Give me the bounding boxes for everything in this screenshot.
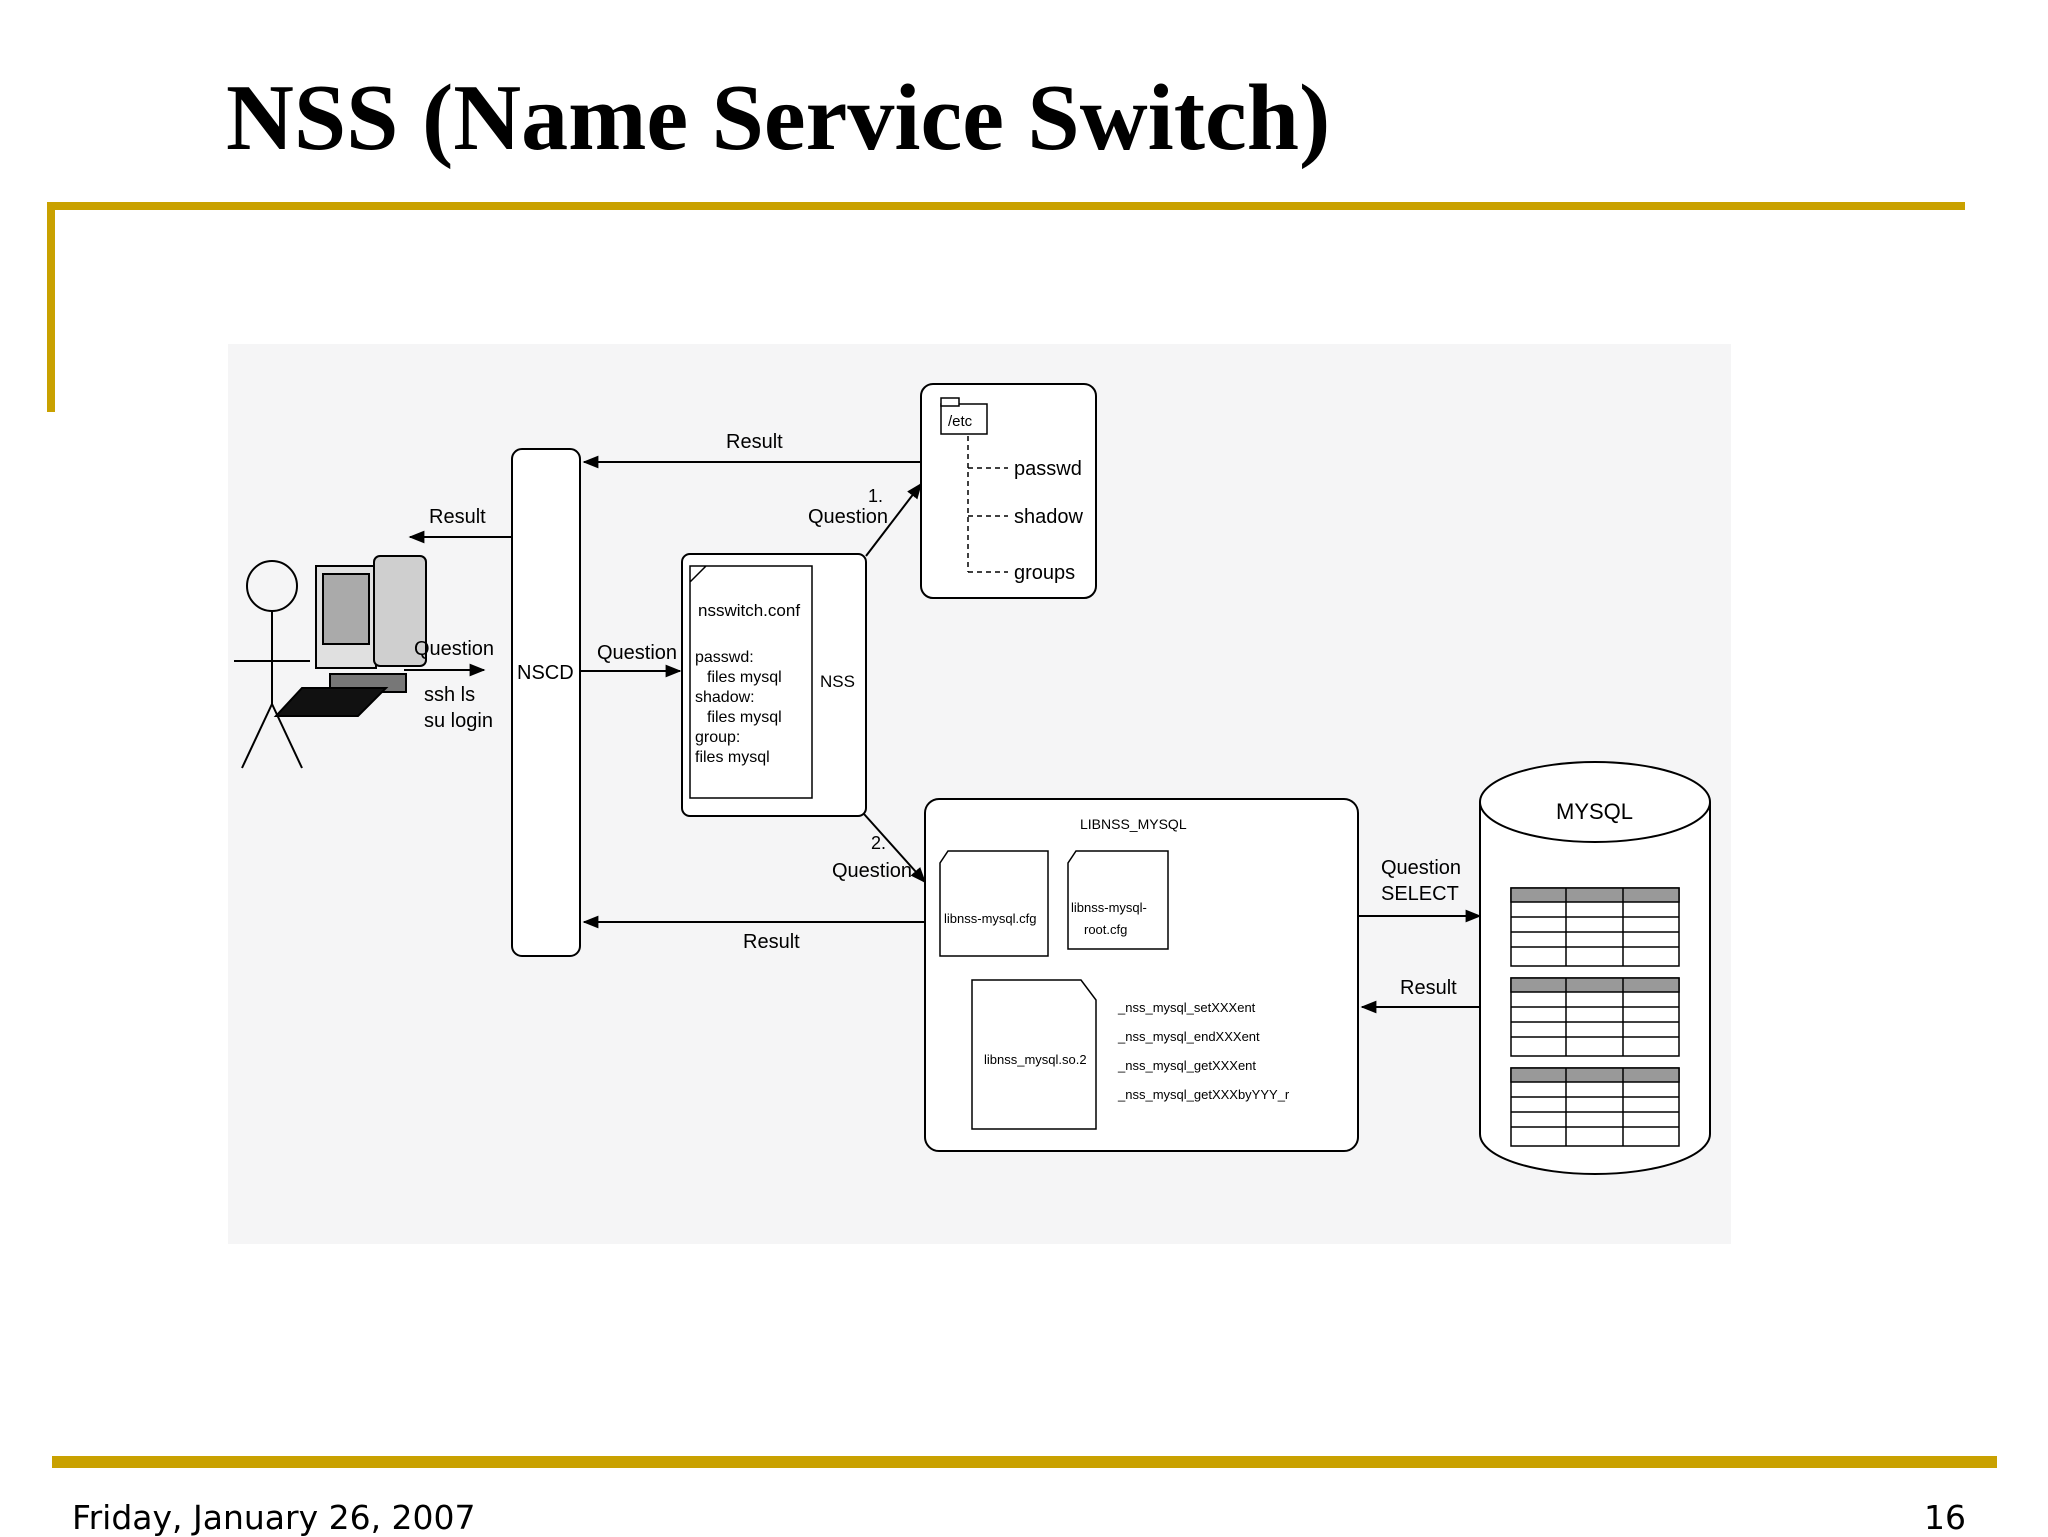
nsswitch-line-2: files mysql — [707, 669, 782, 686]
nscd-label: NSCD — [517, 662, 574, 684]
nsswitch-line-6: files mysql — [695, 749, 770, 766]
mysql-table-3 — [1510, 1067, 1680, 1147]
page-number: 16 — [1924, 1498, 1966, 1537]
nsswitch-filename: nsswitch.conf — [698, 601, 800, 620]
mysql-question-label: Question — [1381, 857, 1461, 879]
shared-library-file-icon — [971, 979, 1097, 1130]
libnss-so-file: libnss_mysql.so.2 — [984, 1052, 1087, 1067]
left-accent-rule — [47, 202, 55, 412]
libnss-function-1: _nss_mysql_setXXXent — [1117, 1000, 1256, 1015]
etc-folder-label: /etc — [948, 413, 973, 430]
bottom-accent-rule — [52, 1456, 1997, 1468]
mysql-label: MYSQL — [1556, 799, 1633, 824]
top-accent-rule — [47, 202, 1965, 210]
libnss-function-3: _nss_mysql_getXXXent — [1117, 1058, 1256, 1073]
libnss-root-cfg-line2: root.cfg — [1084, 922, 1127, 937]
libnss-root-cfg-line1: libnss-mysql- — [1071, 900, 1147, 915]
etc-file-shadow: shadow — [1014, 506, 1083, 528]
step1-number: 1. — [868, 486, 883, 506]
libnss-function-2: _nss_mysql_endXXXent — [1117, 1029, 1260, 1044]
user-command-su-login: su login — [424, 710, 493, 732]
step2-number: 2. — [871, 833, 886, 853]
user-result-label: Result — [429, 506, 486, 528]
nscd-question-label: Question — [597, 642, 677, 664]
libnss-title: LIBNSS_MYSQL — [1080, 816, 1187, 832]
nss-diagram: Question ssh ls su login Result NSCD Que… — [228, 344, 1731, 1244]
computer-icon — [273, 555, 427, 717]
user-command-ssh-ls: ssh ls — [424, 684, 475, 706]
libnss-question-label: Question — [832, 860, 912, 882]
mysql-table-1 — [1510, 887, 1680, 967]
nscd-box — [511, 448, 581, 957]
nsswitch-line-5: group: — [695, 729, 740, 746]
etc-question-label: Question — [808, 506, 888, 528]
user-question-label: Question — [414, 638, 494, 660]
mysql-table-2 — [1510, 977, 1680, 1057]
libnss-result-label: Result — [743, 931, 800, 953]
etc-file-groups: groups — [1014, 562, 1075, 584]
footer-date: Friday, January 26, 2007 — [72, 1498, 476, 1537]
root-cfg-file-icon — [1067, 850, 1169, 950]
nsswitch-line-1: passwd: — [695, 649, 754, 666]
diagram-canvas: Question ssh ls su login Result NSCD Que… — [234, 383, 1711, 1175]
nsswitch-file-icon — [689, 565, 813, 799]
nsswitch-line-4: files mysql — [707, 709, 782, 726]
nsswitch-line-3: shadow: — [695, 689, 755, 706]
libnss-cfg-file: libnss-mysql.cfg — [944, 911, 1036, 926]
libnss-function-4: _nss_mysql_getXXXbyYYY_r — [1117, 1087, 1290, 1102]
slide-title: NSS (Name Service Switch) — [226, 66, 1331, 170]
mysql-select-label: SELECT — [1381, 883, 1459, 905]
cfg-file-icon — [939, 850, 1049, 957]
nss-label: NSS — [820, 672, 855, 691]
user-figure-icon — [234, 560, 310, 769]
etc-file-passwd: passwd — [1014, 458, 1082, 480]
etc-folder-icon — [940, 403, 988, 435]
mysql-result-label: Result — [1400, 977, 1457, 999]
etc-result-label: Result — [726, 431, 783, 453]
